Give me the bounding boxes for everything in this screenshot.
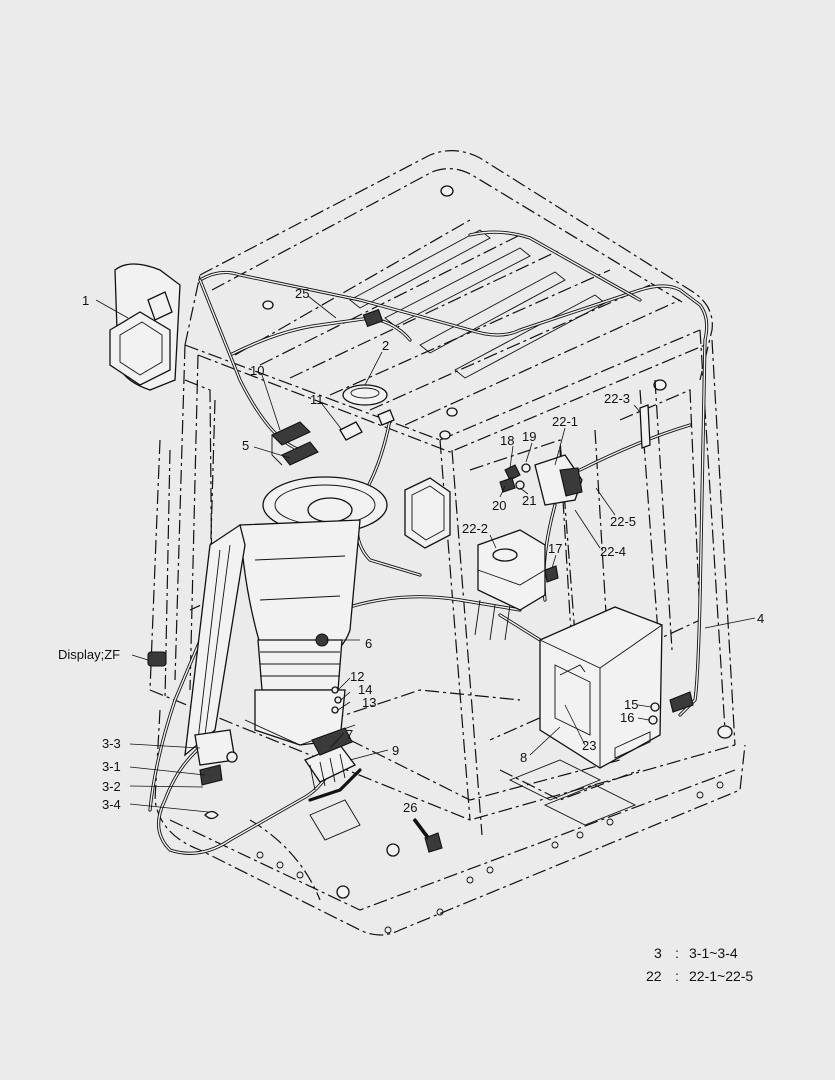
callout-3-4: 3-4 — [102, 797, 121, 812]
callout-19: 19 — [522, 429, 536, 444]
callout-3-2: 3-2 — [102, 779, 121, 794]
callout-15: 15 — [624, 697, 638, 712]
part-3-display-bracket — [184, 523, 246, 820]
part-18-21-fittings — [499, 463, 531, 493]
callout-2: 2 — [382, 338, 389, 353]
legend-value-3: 3-1~3-4 — [689, 945, 738, 961]
part-25-connector — [362, 308, 384, 328]
cab-roof — [184, 150, 713, 453]
part-11-connector — [339, 409, 395, 441]
part-8-control-box — [539, 606, 663, 769]
callout-13: 13 — [362, 695, 376, 710]
callout-display-zf: Display;ZF — [58, 647, 120, 662]
part-display-zf — [147, 651, 167, 667]
callout-11: 11 — [310, 392, 324, 407]
part-22-1-washer-motor — [534, 454, 583, 506]
part-26-connector — [424, 832, 443, 853]
callout-22-5: 22-5 — [610, 514, 636, 529]
part-2-dome-light — [342, 384, 388, 406]
callout-1: 1 — [82, 293, 89, 308]
part-1-work-lamp — [109, 263, 181, 391]
callout-4: 4 — [757, 611, 764, 626]
callout-6: 6 — [365, 636, 372, 651]
part-17-connector — [544, 565, 559, 583]
callout-26: 26 — [403, 800, 417, 815]
legend-sep-22: : — [675, 968, 679, 984]
callout-22-2: 22-2 — [462, 521, 488, 536]
legend: 3 : 3-1~3-4 22 : 22-1~22-5 — [646, 945, 753, 984]
callout-25: 25 — [295, 286, 309, 301]
callout-3-1: 3-1 — [102, 759, 121, 774]
part-5-steering-column — [239, 476, 388, 746]
callout-labels: 1 25 2 10 11 5 22-1 22-3 18 19 20 21 22-… — [58, 286, 764, 815]
callout-3-3: 3-3 — [102, 736, 121, 751]
callout-22-4: 22-4 — [600, 544, 626, 559]
part-22-3-nozzle — [639, 404, 651, 449]
callout-18: 18 — [500, 433, 514, 448]
callout-10: 10 — [250, 363, 264, 378]
callout-20: 20 — [492, 498, 506, 513]
part-22-2-washer-tank — [474, 529, 546, 641]
callout-8: 8 — [520, 750, 527, 765]
callout-17: 17 — [548, 541, 562, 556]
callout-14: 14 — [358, 682, 372, 697]
callout-21: 21 — [522, 493, 536, 508]
legend-key-22: 22 — [646, 968, 662, 984]
callout-7: 7 — [346, 727, 353, 742]
callout-22-3: 22-3 — [604, 391, 630, 406]
legend-value-22: 22-1~22-5 — [689, 968, 753, 984]
callout-23: 23 — [582, 738, 596, 753]
cab-floor — [149, 689, 746, 936]
callout-22-1: 22-1 — [552, 414, 578, 429]
part-10-relay-block — [271, 421, 319, 466]
callout-9: 9 — [392, 743, 399, 758]
callout-16: 16 — [620, 710, 634, 725]
legend-key-3: 3 — [654, 945, 662, 961]
leader-lines — [95, 295, 756, 841]
callout-5: 5 — [242, 438, 249, 453]
callout-12: 12 — [350, 669, 364, 684]
part-front-work-lamp — [404, 477, 451, 549]
legend-sep-3: : — [675, 945, 679, 961]
